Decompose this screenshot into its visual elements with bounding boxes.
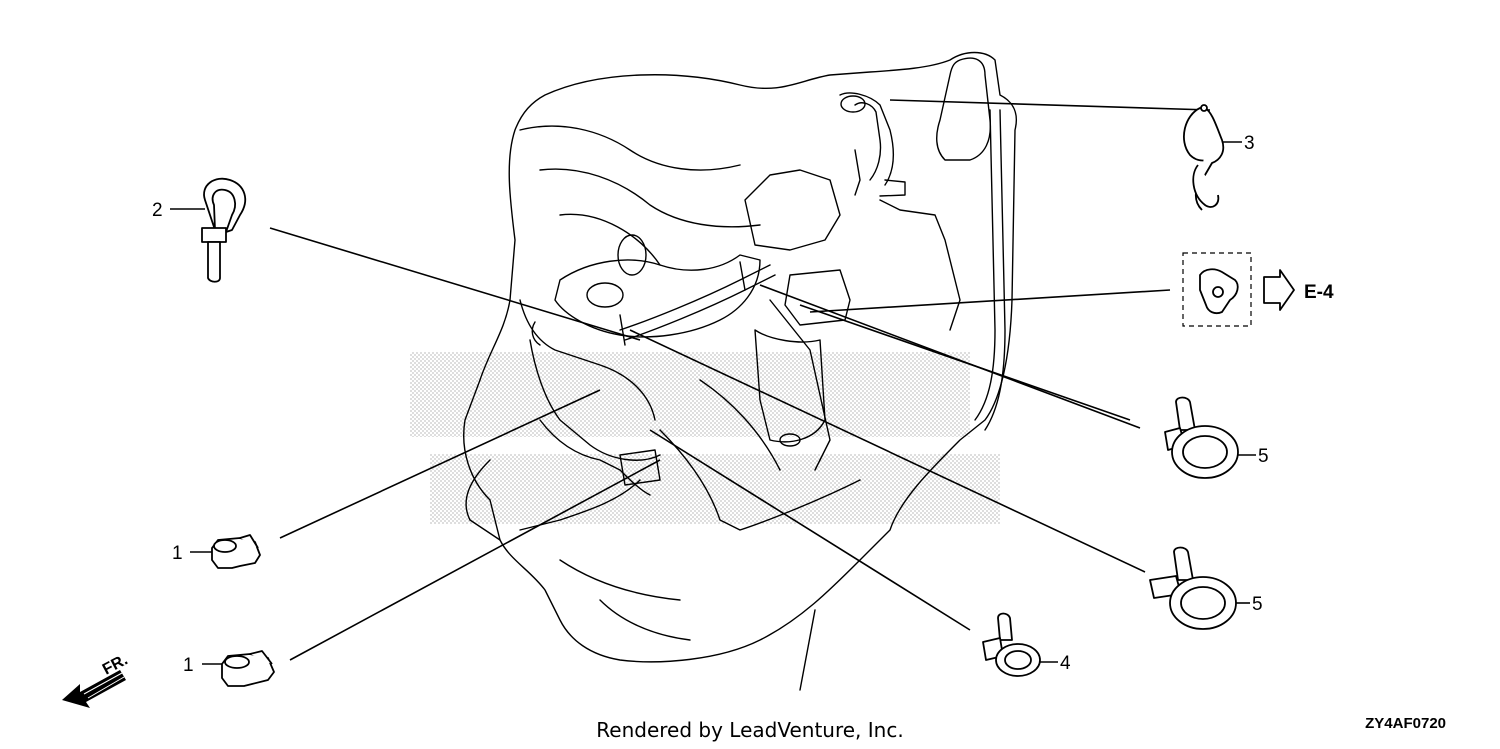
- front-label: FR.: [100, 651, 131, 678]
- part-cable-tie-2[interactable]: 2: [152, 177, 247, 283]
- reference-clip-e4[interactable]: E-4: [1182, 252, 1334, 327]
- part-hose-clamp-5a[interactable]: 5: [1164, 396, 1269, 479]
- callout-2: 2: [152, 200, 163, 221]
- engine-outline-drawing: [463, 51, 1017, 691]
- callout-5b: 5: [1252, 594, 1263, 615]
- leader-1b: [289, 459, 661, 661]
- leader-5a-2: [799, 304, 1131, 421]
- diagram-code: ZY4AF0720: [1365, 715, 1446, 732]
- leader-3: [889, 99, 1211, 111]
- part-hose-clamp-5b[interactable]: 5: [1149, 546, 1263, 630]
- part-clip-1a[interactable]: 1: [172, 534, 261, 569]
- leader-4: [649, 429, 971, 631]
- leader-lines: [269, 99, 1211, 661]
- callout-1a: 1: [172, 543, 183, 564]
- callout-4: 4: [1060, 653, 1071, 674]
- front-direction-indicator: FR.: [62, 651, 131, 708]
- render-credit: Rendered by LeadVenture, Inc.: [596, 718, 903, 742]
- leader-1a: [279, 389, 601, 539]
- leader-5b: [629, 329, 1146, 573]
- part-clip-1b[interactable]: 1: [183, 650, 275, 687]
- leader-ref: [809, 289, 1171, 313]
- watermark-line-1: LEADVENTURE: [372, 354, 1009, 444]
- callout-5a: 5: [1258, 446, 1269, 467]
- callout-3: 3: [1244, 133, 1255, 154]
- part-clamp-4[interactable]: 4: [982, 612, 1071, 677]
- part-wire-clip-3[interactable]: 3: [1183, 104, 1255, 211]
- reference-label: E-4: [1304, 282, 1334, 303]
- callout-1b: 1: [183, 655, 194, 676]
- watermark: LEADVENTURE LEADVENTURE: [372, 352, 1009, 524]
- leader-2: [269, 227, 641, 341]
- outline-arrow-right-icon: [1263, 269, 1295, 311]
